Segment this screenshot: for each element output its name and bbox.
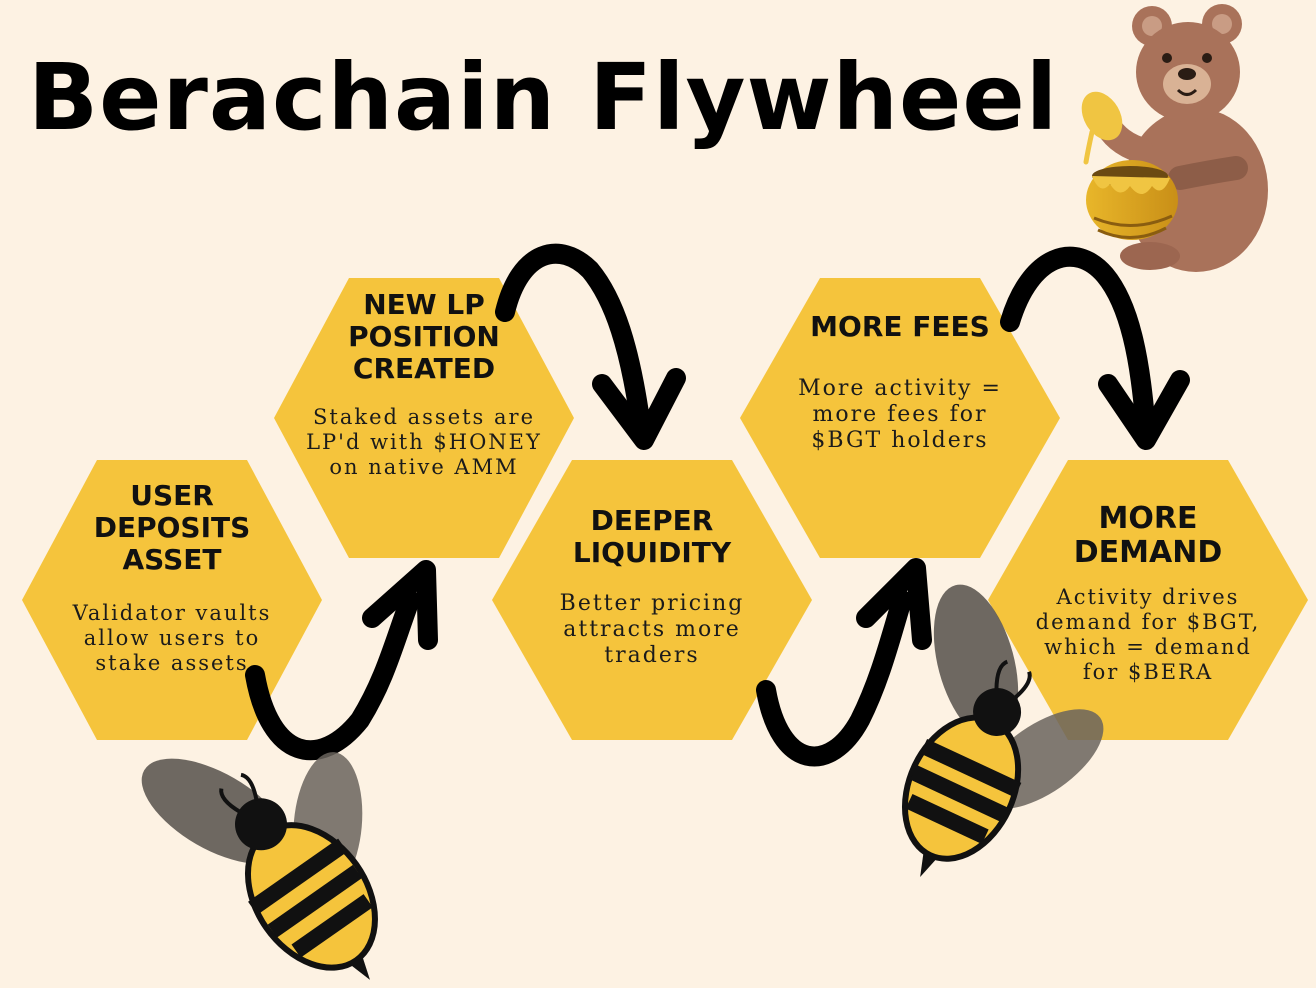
- step-description-line: on native AMM: [329, 455, 518, 479]
- step-description-line: Validator vaults: [72, 601, 272, 625]
- step-description-line: LP'd with $HONEY: [306, 430, 542, 454]
- page-title: Berachain Flywheel: [28, 44, 1059, 151]
- arrow-liquidity-to-fees: [756, 558, 932, 767]
- step-heading-line: NEW LP: [363, 288, 485, 321]
- step-description-line: more fees for: [812, 402, 987, 427]
- hexagon-shape: [740, 278, 1060, 558]
- step-description-line: Better pricing: [560, 591, 745, 616]
- step-description-line: stake assets: [95, 651, 248, 675]
- hexagon-shape: [274, 278, 574, 558]
- step-heading-line: USER: [130, 479, 214, 512]
- arrow-lp-to-liquidity: [495, 243, 686, 450]
- bee-icon: [901, 584, 1104, 877]
- arrow-fees-to-demand: [1000, 246, 1190, 450]
- step-heading-line: POSITION: [348, 320, 500, 353]
- bee-icon: [141, 752, 378, 980]
- step-description-line: Staked assets are: [313, 405, 535, 429]
- step-description-line: allow users to: [84, 626, 261, 650]
- step-description-line: More activity =: [798, 376, 1002, 401]
- step-description-line: traders: [604, 643, 699, 668]
- hexagon-more-fees: MORE FEES More activity =more fees for$BG…: [740, 278, 1060, 558]
- hexagon-shape: [492, 460, 812, 740]
- step-description-line: demand for $BGT,: [1036, 610, 1261, 634]
- step-heading-line: DEEPER: [591, 504, 714, 537]
- step-heading-line: ASSET: [123, 543, 222, 576]
- honey-pot-icon: [1086, 160, 1178, 240]
- bear-icon: [1081, 4, 1268, 272]
- hexagon-shape: [988, 460, 1308, 740]
- step-heading-line: LIQUIDITY: [573, 536, 732, 569]
- step-heading-line: DEPOSITS: [94, 511, 251, 544]
- arrow-deposit-to-lp: [245, 560, 438, 761]
- step-description-line: $BGT holders: [811, 428, 988, 453]
- step-heading-line: MORE FEES: [810, 310, 990, 343]
- step-description-line: which = demand: [1044, 635, 1252, 659]
- step-heading-line: CREATED: [353, 352, 495, 385]
- step-description-line: for $BERA: [1083, 660, 1213, 684]
- step-heading-line: DEMAND: [1074, 535, 1222, 570]
- step-description-line: Activity drives: [1056, 585, 1240, 609]
- step-heading-line: MORE: [1099, 501, 1198, 536]
- step-description-line: attracts more: [563, 617, 741, 642]
